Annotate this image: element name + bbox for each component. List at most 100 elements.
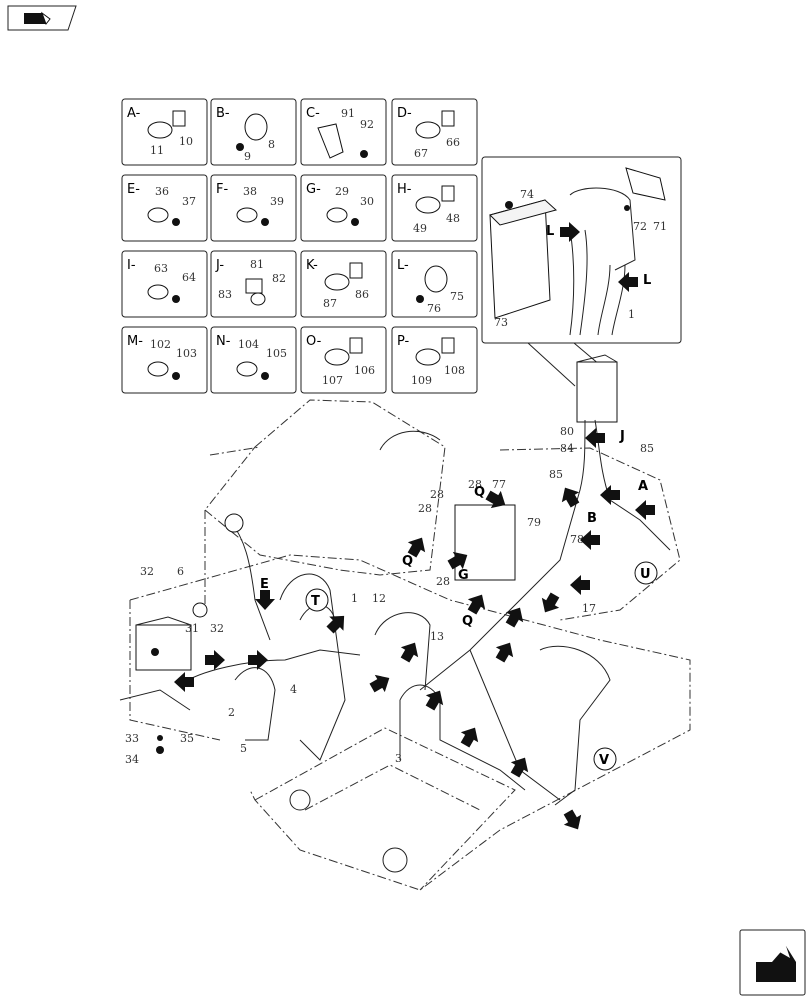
part-number: 2: [228, 706, 235, 719]
part-number: 10: [179, 135, 193, 148]
detail-label: B-: [216, 106, 230, 121]
detail-label: G-: [306, 182, 321, 197]
part-number: 12: [372, 592, 386, 605]
part-number: 4: [290, 683, 297, 696]
part-number: 39: [270, 195, 284, 208]
part-number: 105: [266, 347, 287, 360]
detail-box-h: H- 49 48: [391, 174, 478, 242]
detail-grid: A- 11 10 B- 9 8 C- 91 92 D- 67 66: [121, 98, 478, 394]
part-number: 36: [155, 185, 169, 198]
part-number: 75: [450, 290, 464, 303]
part-number: 17: [582, 602, 596, 615]
part-number: 80: [560, 425, 574, 438]
callouts: A B E G J Q Q Q T U V: [174, 428, 658, 835]
part-number: 76: [427, 302, 441, 315]
part-number: 3: [395, 752, 402, 765]
callout-letter: G: [458, 568, 469, 583]
callout-letter: Q: [402, 554, 413, 569]
detail-label: D-: [397, 106, 412, 121]
inset-detail: 74 71 72 73 1 L L: [481, 156, 682, 387]
detail-label: K-: [306, 258, 318, 273]
detail-box-m: M- 102 103: [121, 326, 208, 394]
callout-letter: V: [599, 753, 609, 768]
part-number: 6: [177, 565, 184, 578]
callout-letter: T: [311, 594, 320, 609]
part-number: 108: [444, 364, 465, 377]
part-number: 85: [549, 468, 563, 481]
detail-box-o: O- 107 106: [300, 326, 387, 394]
part-number: 8: [268, 138, 275, 151]
detail-box-l: L- 75 76: [391, 250, 478, 318]
detail-label: F-: [216, 182, 228, 197]
part-number: 63: [154, 262, 168, 275]
detail-box-a: A- 11 10: [121, 98, 208, 166]
detail-box-g: G- 29 30: [300, 174, 387, 242]
part-number: 29: [335, 185, 349, 198]
part-number: 84: [560, 442, 574, 455]
part-number: 28: [430, 488, 444, 501]
part-number: 1: [351, 592, 358, 605]
part-number: 85: [640, 442, 654, 455]
detail-label: P-: [397, 334, 410, 349]
part-number: 37: [182, 195, 196, 208]
detail-box-e: E- 36 37: [121, 174, 208, 242]
part-number: 72: [633, 220, 647, 233]
part-number: 83: [218, 288, 232, 301]
part-number: 33: [125, 732, 139, 745]
callout-letter: Q: [462, 614, 473, 629]
part-number: 87: [323, 297, 337, 310]
part-number: 66: [446, 136, 460, 149]
part-number: 71: [653, 220, 667, 233]
detail-box-d: D- 67 66: [391, 98, 478, 166]
callout-letter: J: [619, 429, 625, 444]
part-number: 104: [238, 338, 259, 351]
part-number: 28: [468, 478, 482, 491]
part-number: 78: [570, 533, 584, 546]
part-number: 49: [413, 222, 427, 235]
arrow-l-1: [560, 222, 580, 242]
part-number: 79: [527, 516, 541, 529]
part-number: 106: [354, 364, 375, 377]
book-open-icon[interactable]: [7, 5, 77, 31]
detail-label: M-: [127, 334, 143, 349]
part-number: 67: [414, 147, 428, 160]
callout-letter: A: [638, 479, 648, 494]
next-page-arrow-icon[interactable]: [739, 929, 806, 996]
detail-label: H-: [397, 182, 412, 197]
part-number: 103: [176, 347, 197, 360]
part-number: 31: [185, 622, 199, 635]
detail-label: L-: [397, 258, 409, 273]
detail-label: I-: [127, 258, 136, 273]
part-number: 38: [243, 185, 257, 198]
callout-letter: E: [260, 577, 269, 592]
detail-label: C-: [306, 106, 320, 121]
detail-label: J-: [215, 258, 224, 273]
part-number: 48: [446, 212, 460, 225]
part-number: 102: [150, 338, 171, 351]
detail-box-k: K- 87 86: [300, 250, 387, 318]
callout-letter: L: [546, 224, 554, 239]
part-number: 9: [244, 150, 251, 163]
part-number: 74: [520, 188, 534, 201]
part-number: 32: [210, 622, 224, 635]
part-number: 5: [240, 742, 247, 755]
part-number: 109: [411, 374, 432, 387]
part-number: 77: [492, 478, 506, 491]
part-number: 82: [272, 272, 286, 285]
part-number: 28: [418, 502, 432, 515]
part-number: 30: [360, 195, 374, 208]
part-number: 91: [341, 107, 355, 120]
detail-box-n: N- 104 105: [210, 326, 297, 394]
part-number: 35: [180, 732, 194, 745]
detail-box-i: I- 63 64: [121, 250, 208, 318]
detail-box-p: P- 109 108: [391, 326, 478, 394]
detail-box-c: C- 91 92: [300, 98, 387, 166]
detail-label: O-: [306, 334, 322, 349]
callout-letter: B: [587, 511, 597, 526]
detail-box-j: J- 81 82 83: [210, 250, 297, 318]
detail-box-f: F- 38 39: [210, 174, 297, 242]
detail-box-b: B- 9 8: [210, 98, 297, 166]
callout-letter: U: [640, 567, 651, 582]
part-number: 11: [150, 144, 164, 157]
